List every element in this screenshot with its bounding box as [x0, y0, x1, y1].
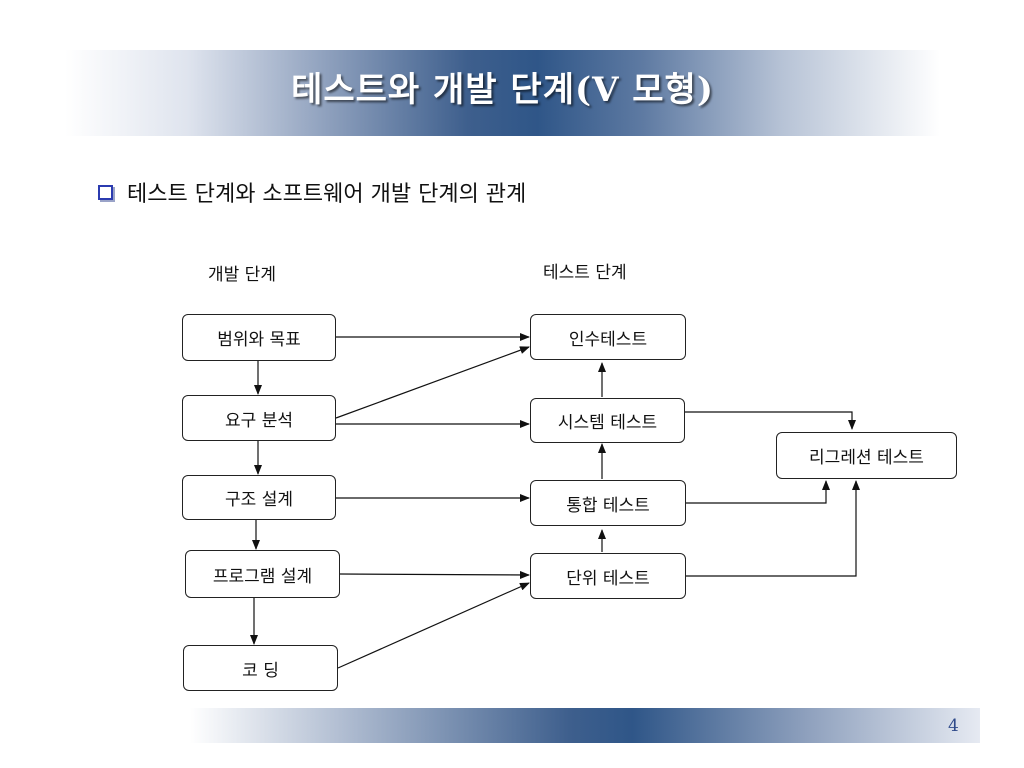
dev-column-heading: 개발 단계: [208, 265, 276, 285]
test-column-heading: 테스트 단계: [543, 263, 627, 283]
title-banner: [65, 50, 940, 136]
dev-box-label: 범위와 목표: [217, 330, 301, 350]
test-box-label: 시스템 테스트: [557, 413, 658, 433]
dev-box-program-design: 프로그램 설계: [185, 550, 340, 598]
arrow-coding-to-unit: [337, 582, 530, 669]
dev-box-label: 구조 설계: [225, 490, 293, 510]
arrow-integration-to-regression: [686, 480, 830, 504]
test-box-acceptance: 인수테스트: [530, 314, 686, 360]
arrow-req-to-acceptance: [335, 346, 530, 419]
dev-box-coding: 코 딩: [183, 645, 338, 691]
regression-label: 리그레션 테스트: [809, 448, 924, 468]
arrow-prog-to-unit: [339, 570, 530, 579]
dev-box-label: 요구 분석: [225, 410, 293, 431]
slide-title: 테스트와 개발 단계(V 모형): [291, 70, 714, 110]
dev-box-label: 코 딩: [242, 660, 279, 681]
footer-bar: [190, 708, 980, 743]
bullet-row: 테스트 단계와 소프트웨어 개발 단계의 관계: [98, 176, 526, 208]
arrow-system-to-regression: [685, 411, 856, 430]
dev-box-label: 프로그램 설계: [212, 566, 313, 587]
test-box-label: 통합 테스트: [566, 495, 650, 516]
test-box-unit: 단위 테스트: [530, 553, 686, 599]
test-box-label: 인수테스트: [568, 329, 648, 350]
bullet-text: 테스트 단계와 소프트웨어 개발 단계의 관계: [127, 182, 527, 207]
dev-box-scope: 범위와 목표: [182, 314, 336, 361]
test-box-label: 단위 테스트: [566, 568, 650, 589]
checkbox-bullet-icon: [98, 184, 113, 200]
test-box-system: 시스템 테스트: [530, 398, 685, 443]
regression-test-box: 리그레션 테스트: [776, 432, 957, 479]
arrow-unit-to-regression: [686, 480, 860, 577]
dev-box-architecture: 구조 설계: [182, 475, 336, 520]
test-box-integration: 통합 테스트: [530, 480, 686, 526]
dev-box-requirements: 요구 분석: [182, 395, 336, 441]
page-number: 4: [948, 716, 959, 736]
